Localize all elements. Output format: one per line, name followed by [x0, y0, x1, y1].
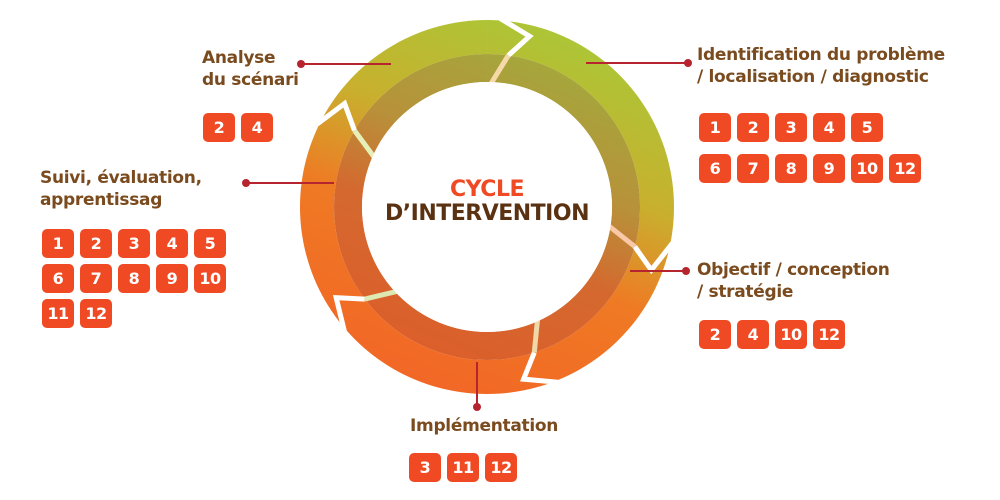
badge-3: 3	[409, 453, 441, 482]
badge-12: 12	[485, 453, 517, 482]
badge-8: 8	[775, 154, 807, 183]
badge-10: 10	[775, 320, 807, 349]
badge-12: 12	[889, 154, 921, 183]
connector-dot-implementation	[473, 403, 481, 411]
ring-separator-chevron	[498, 16, 534, 58]
badge-2: 2	[80, 229, 112, 258]
badge-3: 3	[118, 229, 150, 258]
badge-4: 4	[156, 229, 188, 258]
connector-suivi	[246, 182, 334, 184]
stage-label-objectif: Objectif / conception / stratégie	[697, 259, 890, 303]
connector-dot-suivi	[242, 179, 250, 187]
connector-objectif	[630, 270, 685, 272]
connector-dot-objectif	[682, 267, 690, 275]
badge-1: 1	[699, 113, 731, 142]
ring-separator-inner	[352, 129, 376, 159]
ring-separator-chevron	[520, 351, 559, 385]
connector-analyse	[301, 63, 391, 65]
badge-6: 6	[42, 264, 74, 293]
badge-2: 2	[699, 320, 731, 349]
badge-5: 5	[194, 229, 226, 258]
ring-separator-chevron	[315, 99, 357, 132]
cycle-title-line1: CYCLE	[450, 177, 524, 202]
badge-8: 8	[118, 264, 150, 293]
cycle-title: CYCLE D’INTERVENTION	[385, 178, 589, 226]
ring-separator-inner	[531, 320, 540, 353]
badge-10: 10	[851, 154, 883, 183]
badge-1: 1	[42, 229, 74, 258]
badge-9: 9	[813, 154, 845, 183]
badge-4: 4	[241, 113, 273, 142]
badge-7: 7	[80, 264, 112, 293]
label-line: du scénari	[202, 70, 299, 90]
stage-label-identification: Identification du problème / localisatio…	[697, 44, 945, 88]
badge-2: 2	[203, 113, 235, 142]
stage-label-analyse: Analyse du scénari	[202, 47, 299, 91]
ring-separator-chevron	[332, 294, 365, 332]
connector-dot-analyse	[297, 60, 305, 68]
cycle-title-line2: D’INTERVENTION	[385, 201, 589, 226]
label-line: Suivi, évaluation,	[40, 168, 202, 188]
ring-separator-inner	[607, 224, 637, 249]
badge-2: 2	[737, 113, 769, 142]
badge-12: 12	[80, 299, 112, 328]
label-line: Identification du problème	[697, 45, 945, 65]
stage-label-suivi: Suivi, évaluation, apprentissag	[40, 167, 202, 211]
ring-separator-inner	[364, 289, 397, 302]
badge-11: 11	[42, 299, 74, 328]
label-line: Implémentation	[410, 416, 559, 436]
badge-7: 7	[737, 154, 769, 183]
label-line: Objectif / conception	[697, 260, 890, 280]
badge-4: 4	[813, 113, 845, 142]
ring-center-disc	[362, 82, 612, 332]
badge-10: 10	[194, 264, 226, 293]
badge-4: 4	[737, 320, 769, 349]
label-line: / stratégie	[697, 282, 794, 302]
badge-12: 12	[813, 320, 845, 349]
label-line: Analyse	[202, 48, 276, 68]
badge-3: 3	[775, 113, 807, 142]
ring-separator-inner	[489, 54, 511, 85]
stage-label-implementation: Implémentation	[410, 415, 558, 437]
label-line: apprentissag	[40, 190, 163, 210]
connector-identification	[586, 62, 688, 64]
badge-9: 9	[156, 264, 188, 293]
connector-implementation	[476, 362, 478, 406]
connector-dot-identification	[684, 59, 692, 67]
badge-5: 5	[851, 113, 883, 142]
label-line: / localisation / diagnostic	[697, 67, 929, 87]
badge-6: 6	[699, 154, 731, 183]
badge-11: 11	[447, 453, 479, 482]
